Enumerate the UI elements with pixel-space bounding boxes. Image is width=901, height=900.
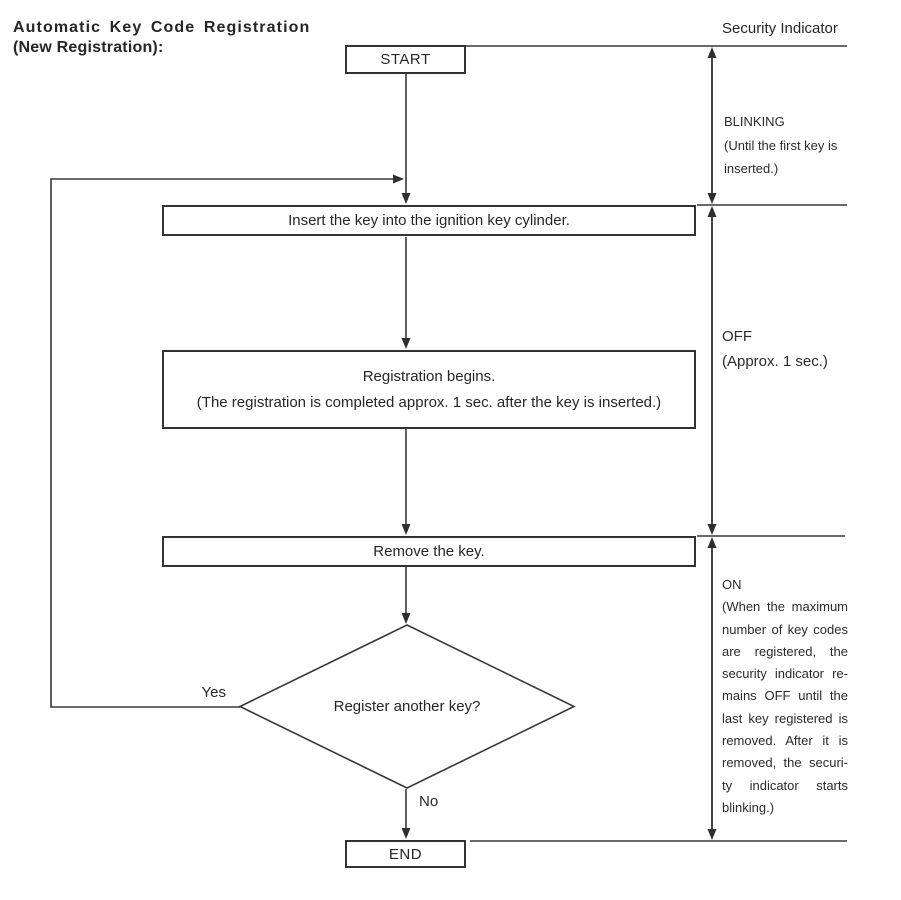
registration-step-line1: Registration begins. <box>362 367 496 385</box>
yes-branch-label: Yes <box>201 684 226 701</box>
on-desc-line9: ty indicator starts <box>722 777 848 793</box>
arrowheads <box>393 47 717 840</box>
on-desc-line6: last key registered is <box>722 710 848 726</box>
page-title: Automatic Key Code Registration (New Reg… <box>13 18 310 58</box>
arrowhead-on-top <box>707 537 717 548</box>
arrowhead-off-top <box>707 206 717 217</box>
blinking-desc-line1: (Until the first key is <box>724 137 838 153</box>
off-desc-line1: (Approx. 1 sec.) <box>722 353 828 370</box>
indicator-state-off: OFF (Approx. 1 sec.) <box>722 324 828 374</box>
arrowhead-into-registration <box>401 338 411 349</box>
end-node: END <box>345 840 466 868</box>
on-desc-line1: (When the maximum <box>722 599 848 615</box>
decision-diamond <box>238 624 576 789</box>
off-state-name: OFF <box>722 328 752 345</box>
arrowhead-into-remove <box>401 524 411 535</box>
arrowhead-into-decision <box>401 613 411 624</box>
on-desc-line2: number of key codes <box>722 621 848 637</box>
start-node: START <box>345 45 466 74</box>
arrowhead-yes-loop <box>393 174 404 184</box>
indicator-state-blinking: BLINKING (Until the first key is inserte… <box>724 110 837 181</box>
no-branch-label: No <box>419 793 439 810</box>
decision-question: Register another key? <box>333 698 481 715</box>
arrowhead-into-insert <box>401 193 411 204</box>
on-desc-line5: mains OFF until the <box>722 688 848 704</box>
page-title-line2: (New Registration): <box>13 39 164 56</box>
registration-step: Registration begins. (The registration i… <box>162 350 696 429</box>
security-indicator-heading: Security Indicator <box>722 20 838 37</box>
blinking-desc-line2: inserted.) <box>724 161 779 176</box>
page-title-line1: Automatic Key Code Registration <box>13 19 311 36</box>
arrowhead-blinking-bottom <box>707 193 717 204</box>
on-desc-line10: blinking.) <box>722 799 775 815</box>
on-desc-line3: are registered, the <box>722 643 848 659</box>
on-desc-line8: removed, the securi- <box>722 755 848 771</box>
indicator-reference-lines <box>466 45 847 842</box>
arrowhead-off-bottom <box>707 524 717 535</box>
arrowhead-on-bottom <box>707 829 717 840</box>
registration-step-line2: (The registration is completed approx. 1… <box>196 393 662 411</box>
arrowhead-into-end <box>401 828 411 839</box>
yes-loop-line <box>50 178 395 708</box>
on-state-name: ON <box>722 577 742 592</box>
insert-key-step: Insert the key into the ignition key cyl… <box>162 205 696 236</box>
remove-key-step: Remove the key. <box>162 536 696 567</box>
flow-lines <box>50 74 407 830</box>
on-desc-line7: removed. After it is <box>722 733 848 749</box>
blinking-state-name: BLINKING <box>724 114 785 129</box>
indicator-state-on: ON (When the maximum number of key codes… <box>722 574 848 819</box>
arrowhead-blinking-top <box>707 47 717 58</box>
on-desc-line4: security indicator re- <box>722 666 848 682</box>
